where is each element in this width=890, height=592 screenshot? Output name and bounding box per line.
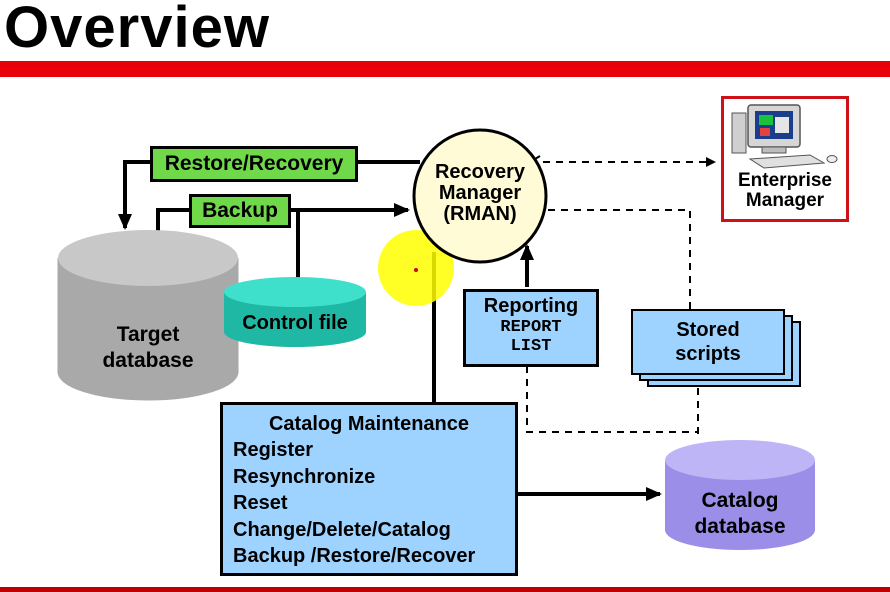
bottom-rule — [0, 587, 890, 592]
reporting-title: Reporting — [483, 295, 579, 317]
catalog-maintenance-heading: Catalog Maintenance — [268, 413, 470, 435]
catalog-maintenance-item: Resynchronize — [233, 465, 376, 488]
catalog-maintenance-box: Catalog Maintenance Register Resynchroni… — [220, 402, 518, 576]
rman-label-line1: Recovery — [434, 161, 526, 183]
rman-label-line2: Manager — [438, 182, 522, 204]
enterprise-manager-line2: Manager — [745, 189, 825, 211]
catalog-maintenance-item: Backup /Restore/Recover — [233, 545, 476, 567]
pointer-dot — [414, 268, 418, 272]
target-database-label: Target database — [78, 322, 218, 375]
backup-label: Backup — [189, 194, 291, 228]
rman-stored-dashed-link — [548, 209, 691, 312]
backup-connector — [156, 203, 410, 232]
stored-scripts-label: Stored scripts — [632, 318, 784, 366]
target-database-line2: database — [102, 349, 194, 373]
page-title: Overview — [4, 0, 270, 60]
enterprise-manager-line1: Enterprise — [738, 170, 832, 191]
reporting-catalog-dashed-link — [526, 366, 698, 433]
stored-scripts-stack — [631, 309, 801, 387]
catalog-maintenance-item: Register — [233, 439, 314, 461]
catalog-database-label: Catalog database — [665, 488, 815, 541]
restore-recovery-label: Restore/Recovery — [150, 146, 358, 182]
stored-scripts-line1: Stored — [676, 319, 740, 341]
catalog-database-line2: database — [694, 515, 786, 539]
enterprise-manager-box: Enterprise Manager — [721, 96, 849, 222]
control-file-cylinder — [224, 277, 366, 347]
enterprise-manager-label: Enterprise Manager — [724, 171, 846, 211]
list-command: LIST — [510, 337, 552, 356]
catalog-maintenance-item: Reset — [233, 492, 288, 514]
catalog-maintenance-item: Change/Delete/Catalog — [233, 518, 451, 541]
reporting-box: Reporting REPORT LIST — [463, 289, 599, 367]
report-command: REPORT — [500, 318, 562, 337]
rman-label-line3: (RMAN) — [443, 203, 517, 225]
stored-scripts-line2: scripts — [675, 343, 741, 365]
title-underline-bar — [0, 61, 890, 77]
rman-label: Recovery Manager (RMAN) — [414, 162, 546, 225]
catalog-database-cylinder — [665, 440, 815, 550]
target-database-line1: Target — [116, 323, 180, 346]
catalog-database-line1: Catalog — [701, 489, 779, 512]
rman-circle — [412, 128, 548, 264]
target-database-cylinder — [57, 230, 239, 401]
computer-icon — [731, 104, 838, 169]
control-file-label: Control file — [242, 312, 348, 334]
